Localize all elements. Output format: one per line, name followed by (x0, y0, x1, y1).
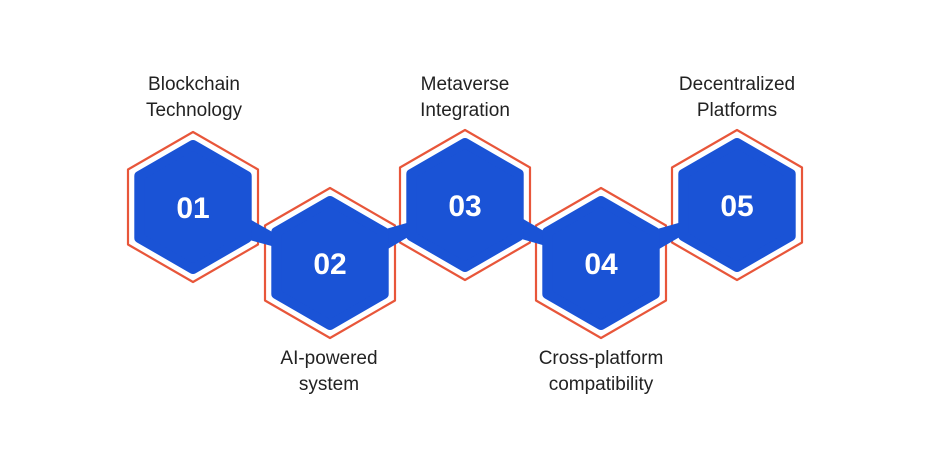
hexagon-outline-2 (263, 186, 397, 340)
hexagon-outlines (126, 128, 804, 340)
hexagon-outline-1 (126, 130, 260, 284)
step-label-4-line-1: Cross-platform (538, 348, 664, 369)
step-label-2-line-1: AI-powered (280, 348, 378, 369)
step-label-1-line-1: Blockchain (148, 74, 240, 95)
step-label-4-line-2: compatibility (548, 374, 654, 395)
step-number-1: 01 (176, 192, 209, 225)
step-label-1-line-2: Technology (145, 100, 243, 121)
hexagon-outline-4 (534, 186, 668, 340)
hexagon-outline-5 (670, 128, 804, 282)
hexagon-5 (678, 138, 796, 272)
hexagon-1 (134, 140, 252, 274)
step-number-4: 04 (584, 248, 618, 281)
hexagon-2 (271, 196, 389, 330)
step-label-2-line-2: system (298, 374, 360, 395)
hexagon-3 (406, 138, 524, 272)
step-label-3: Metaverse Integration (365, 72, 565, 124)
step-label-4: Cross-platform compatibility (501, 346, 701, 398)
step-label-3-line-2: Integration (420, 100, 510, 121)
step-label-3-line-1: Metaverse (420, 74, 510, 95)
step-number-3: 03 (448, 190, 481, 223)
step-label-5-line-2: Platforms (696, 100, 778, 121)
step-label-5-line-1: Decentralized (678, 74, 796, 95)
hexagon-4 (542, 196, 660, 330)
hexagons: 01 02 03 04 05 (134, 138, 796, 330)
step-label-1: Blockchain Technology (94, 72, 294, 124)
hexagon-outline-3 (398, 128, 532, 282)
step-label-5: Decentralized Platforms (637, 72, 837, 124)
step-label-2: AI-powered system (229, 346, 429, 398)
step-number-2: 02 (313, 248, 346, 281)
step-number-5: 05 (720, 190, 753, 223)
